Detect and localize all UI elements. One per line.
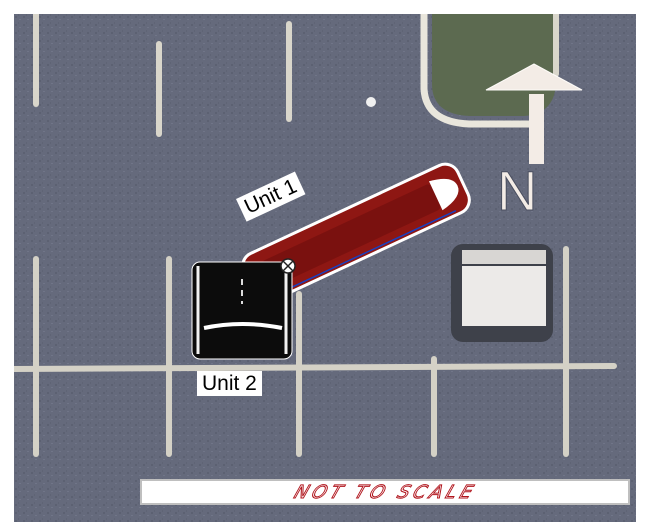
- parked-car: [451, 244, 553, 342]
- scale-note: NOT TO SCALE: [290, 481, 480, 503]
- north-arrow-icon: [485, 63, 583, 164]
- impact-point-icon: [280, 258, 296, 274]
- unit-2-label: Unit 2: [197, 371, 262, 396]
- pavement-spot: [366, 97, 376, 107]
- unit-2-vehicle: [191, 261, 293, 360]
- parking-stripes-bottom: [14, 246, 617, 457]
- aerial-map: N Unit 1 Unit 2 NOT TO SCALE: [14, 14, 636, 522]
- unit-1-vehicle: [241, 162, 471, 304]
- parking-stripes-top: [33, 14, 559, 137]
- island-curb: [420, 14, 534, 128]
- aerial-photo: N: [14, 14, 636, 522]
- scale-note-box: NOT TO SCALE: [140, 479, 630, 505]
- north-letter: N: [497, 159, 537, 222]
